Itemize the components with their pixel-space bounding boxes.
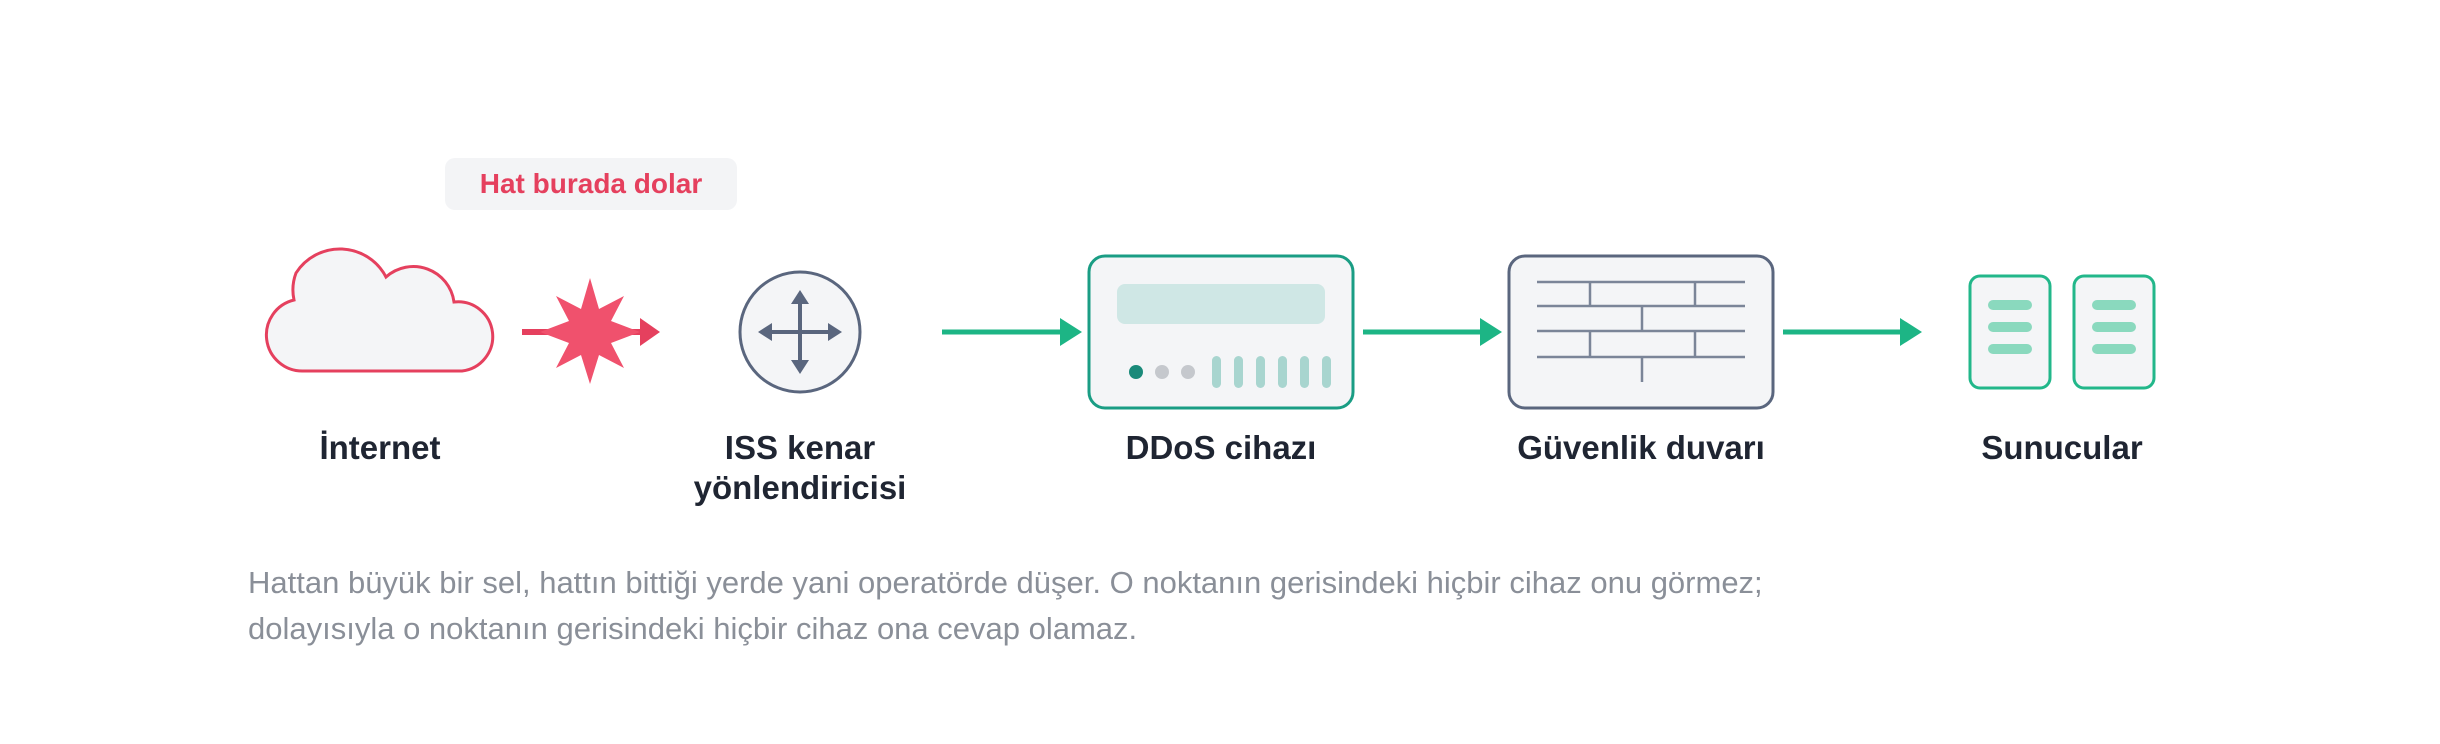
flow-arrow-3-head xyxy=(1900,318,1922,346)
node-label-internet: İnternet xyxy=(319,429,441,466)
flow-arrow-1-head xyxy=(1060,318,1082,346)
node-label-isp-router: ISS kenar yönlendiricisi xyxy=(640,428,960,508)
caption-line-1: Hattan büyük bir sel, hattın bittiği yer… xyxy=(248,565,1763,600)
caption-line-2: dolayısıyla o noktanın gerisindeki hiçbi… xyxy=(248,611,1138,646)
firewall-icon xyxy=(1507,254,1775,410)
node-label-isp-router-line1: ISS kenar xyxy=(724,429,876,466)
blocked-traffic-burst-icon xyxy=(522,278,660,384)
node-label-ddos: DDoS cihazı xyxy=(1125,429,1317,466)
router-icon xyxy=(738,270,862,394)
node-label-isp-router-line2: yönlendiricisi xyxy=(693,469,907,506)
node-label-firewall: Güvenlik duvarı xyxy=(1517,429,1765,466)
servers-icon xyxy=(1968,274,2156,390)
cloud-icon xyxy=(264,247,495,373)
flow-arrow-2-head xyxy=(1480,318,1502,346)
node-label-servers: Sunucular xyxy=(1981,429,2143,466)
callout-badge: Hat burada dolar xyxy=(445,158,737,210)
caption-text: Hattan büyük bir sel, hattın bittiği yer… xyxy=(248,560,2048,652)
ddos-appliance-icon xyxy=(1087,254,1355,410)
